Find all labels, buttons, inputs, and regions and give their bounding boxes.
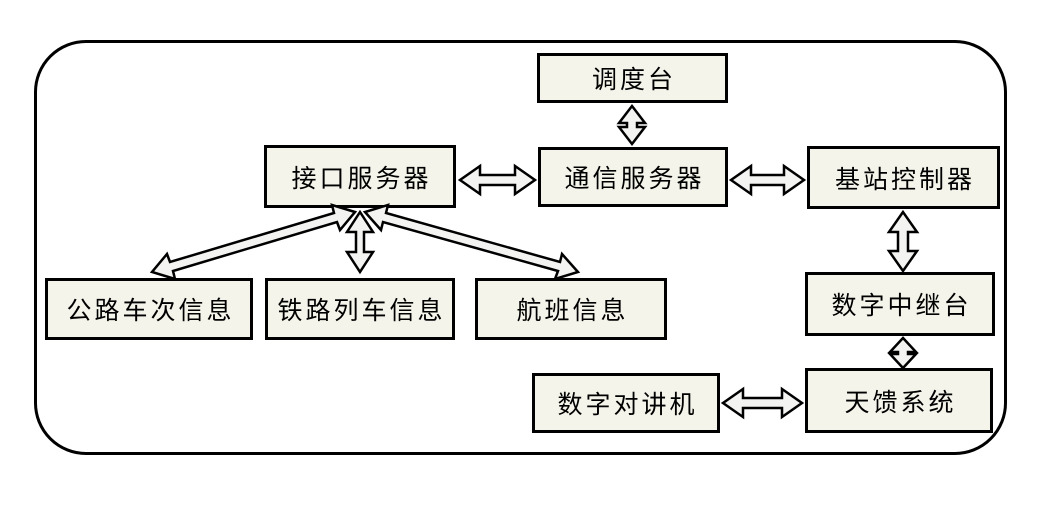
node-flight-info: 航班信息 bbox=[475, 278, 667, 340]
node-digital-radio: 数字对讲机 bbox=[532, 373, 720, 433]
node-dispatch-console: 调度台 bbox=[537, 53, 728, 103]
node-interface-server: 接口服务器 bbox=[264, 145, 456, 208]
node-road-bus-info: 公路车次信息 bbox=[45, 278, 253, 340]
node-comm-server: 通信服务器 bbox=[538, 147, 728, 207]
node-digital-repeater: 数字中继台 bbox=[805, 272, 995, 336]
system-boundary-border bbox=[34, 40, 1007, 455]
node-rail-train-info: 铁路列车信息 bbox=[265, 278, 455, 340]
node-antenna-feeder-system: 天馈系统 bbox=[805, 368, 993, 433]
node-base-station-controller: 基站控制器 bbox=[807, 146, 1000, 209]
